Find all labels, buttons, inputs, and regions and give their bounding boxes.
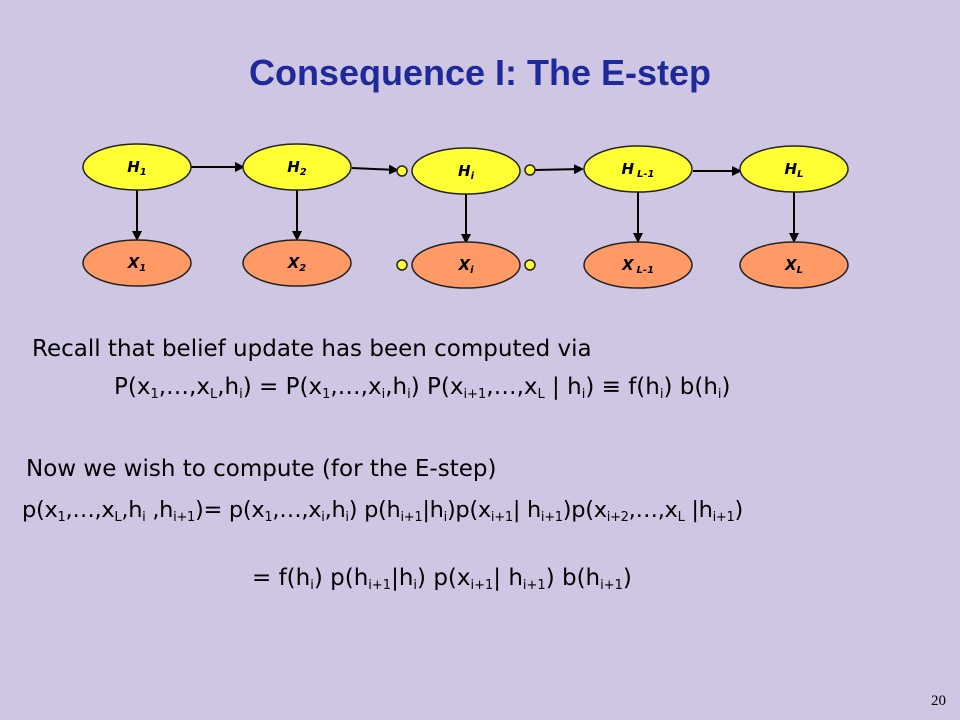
svg-text:HL: HL: [785, 160, 804, 180]
observed-node-xl: XL: [739, 241, 849, 289]
svg-text:H2: H2: [287, 158, 307, 178]
ellipsis-dot-top-left: [396, 165, 408, 177]
recall-intro-text: Recall that belief update has been compu…: [32, 336, 592, 362]
ellipsis-dot-bottom-left: [396, 259, 408, 271]
svg-text:X2: X2: [287, 254, 307, 274]
ellipsis-dot-bottom-right: [524, 259, 536, 271]
svg-text:H1: H1: [127, 158, 147, 178]
estep-result-formula: = f(hi) p(hi+1|hi) p(xi+1| hi+1) b(hi+1): [252, 565, 632, 593]
edge-dots-hl1: [534, 164, 584, 175]
svg-text:HL-1: HL-1: [621, 160, 654, 180]
slide-title: Consequence I: The E-step: [248, 52, 712, 93]
observed-node-x2: X2: [242, 239, 352, 287]
svg-text:XL: XL: [784, 256, 803, 276]
edge-h2-dots: [351, 164, 399, 175]
svg-text:Xi: Xi: [457, 256, 474, 276]
page-number: 20: [931, 693, 946, 709]
now-intro-text: Now we wish to compute (for the E-step): [26, 456, 497, 482]
recall-formula: P(x1,…,xL,hi) = P(x1,…,xi,hi) P(xi+1,…,x…: [114, 374, 731, 402]
svg-text:XL-1: XL-1: [621, 256, 654, 276]
hidden-node-h2: H2: [242, 143, 352, 191]
svg-text:X1: X1: [127, 254, 147, 274]
hidden-node-hl: HL: [739, 145, 849, 193]
estep-formula: p(x1,…,xL,hi ,hi+1)= p(x1,…,xi,hi) p(hi+…: [22, 497, 743, 525]
hidden-node-hi: Hi: [411, 147, 521, 195]
observed-node-x1: X1: [82, 239, 192, 287]
svg-text:Hi: Hi: [458, 162, 475, 182]
observed-node-xi: Xi: [411, 241, 521, 289]
ellipsis-dot-top-right: [524, 164, 536, 176]
hidden-node-h1: H1: [82, 143, 192, 191]
